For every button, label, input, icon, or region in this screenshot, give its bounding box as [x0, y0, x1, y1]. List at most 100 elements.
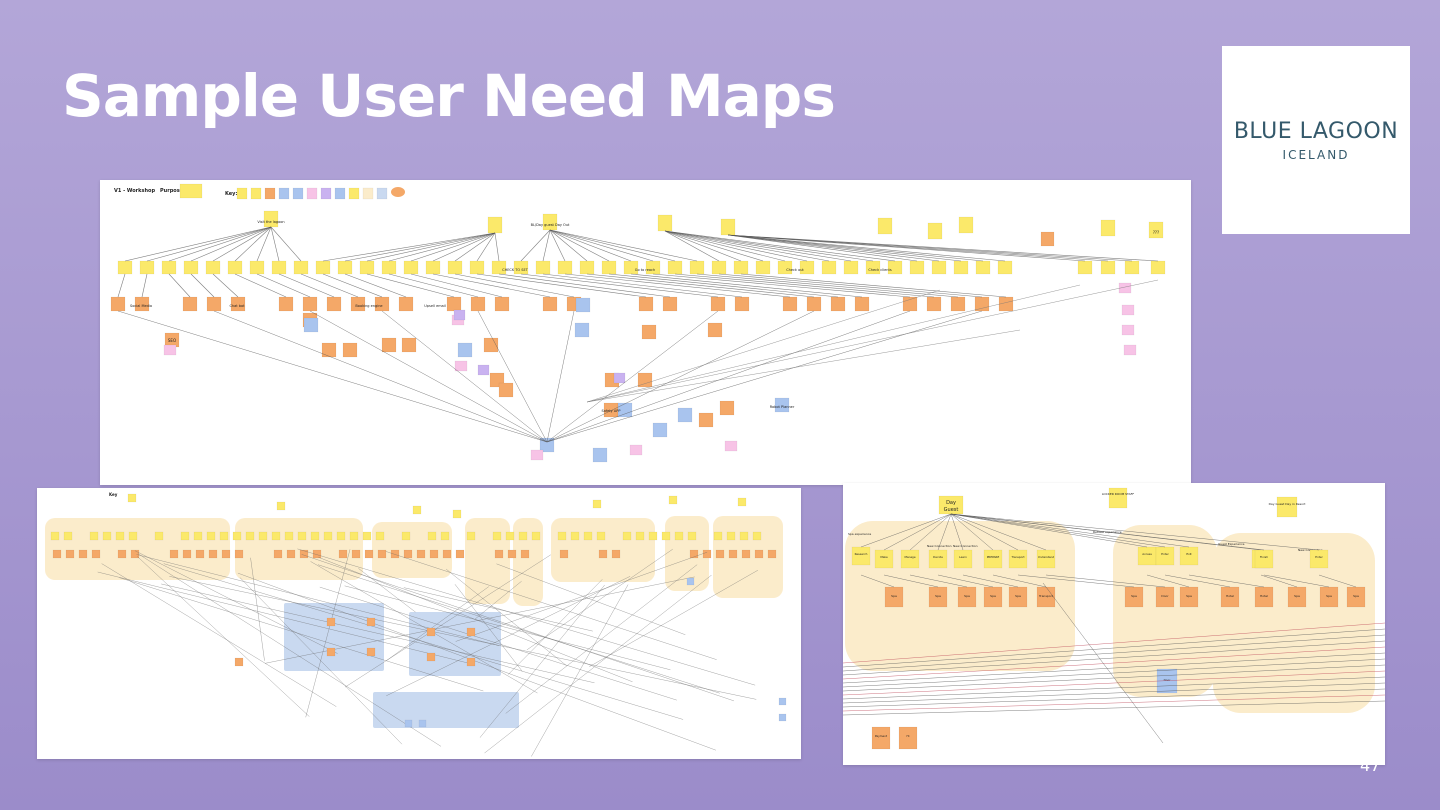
need-sticky	[755, 260, 771, 275]
need-sticky	[953, 549, 973, 569]
connector-line	[385, 586, 489, 662]
root-need-sticky	[877, 217, 893, 235]
key-swatch	[348, 187, 360, 200]
connector-line	[270, 226, 302, 262]
need-sticky	[687, 531, 697, 541]
page-number: 47	[1360, 756, 1381, 775]
connector-line	[520, 273, 719, 298]
need-sticky	[1150, 260, 1166, 275]
solution-sticky	[52, 549, 62, 559]
need-label: Check out	[786, 268, 804, 272]
need-label: Exit	[1186, 552, 1192, 556]
connector-line	[479, 584, 605, 738]
connector-line	[664, 230, 896, 262]
solution-sticky	[302, 296, 318, 312]
solution-sticky	[234, 657, 244, 667]
root-need-sticky	[720, 218, 736, 236]
connector-line	[1045, 574, 1166, 588]
need-sticky	[180, 531, 190, 541]
root-need-sticky	[1148, 221, 1164, 239]
solution-sticky	[130, 549, 140, 559]
connector-line	[234, 226, 272, 262]
solution-sticky	[446, 296, 462, 312]
solution-label: Booking engine	[355, 304, 382, 308]
solution-sticky	[390, 549, 400, 559]
key-swatch	[334, 187, 346, 200]
need-sticky	[997, 260, 1013, 275]
solution-sticky	[520, 549, 530, 559]
connector-line	[549, 229, 632, 262]
comment-sticky	[1123, 344, 1137, 356]
system-label: Robot Planner	[770, 405, 795, 409]
solution-sticky	[689, 549, 699, 559]
connector-line	[531, 584, 629, 757]
map-header-key: Key:	[225, 191, 237, 197]
need-sticky	[713, 531, 723, 541]
need-sticky	[505, 531, 515, 541]
connector-line	[549, 229, 654, 262]
connector-line	[950, 513, 1320, 551]
solution-sticky	[117, 549, 127, 559]
connector-line	[385, 551, 717, 660]
connector-line	[237, 572, 716, 751]
connector-line	[664, 230, 786, 262]
connector-line	[301, 554, 735, 702]
need-sticky	[336, 531, 346, 541]
need-sticky	[531, 531, 541, 541]
need-sticky	[711, 260, 727, 275]
solution-sticky	[303, 317, 319, 333]
connector-line	[1318, 574, 1357, 588]
need-sticky	[293, 260, 309, 275]
solution-sticky	[110, 296, 126, 312]
root-need-sticky	[276, 501, 286, 511]
connector-line	[860, 513, 952, 548]
need-sticky	[315, 260, 331, 275]
solution-label: Upsell email	[424, 304, 445, 308]
solution-sticky	[78, 549, 88, 559]
key-label: Key	[109, 492, 118, 497]
solution-sticky	[455, 549, 465, 559]
solution-sticky	[998, 296, 1014, 312]
connector-line	[586, 279, 1159, 403]
map-header-purpose: Purpose:	[160, 188, 185, 194]
connector-line	[344, 554, 551, 688]
solution-sticky	[195, 549, 205, 559]
connector-line	[549, 229, 698, 262]
solution-label: Payment	[875, 734, 888, 738]
need-sticky	[622, 531, 632, 541]
solution-label: Social Media	[130, 304, 152, 308]
solution-sticky	[902, 296, 918, 312]
connector-line	[366, 232, 496, 262]
connector-line	[212, 226, 272, 262]
solution-sticky	[342, 342, 358, 358]
connector-line	[319, 586, 677, 701]
connector-line	[909, 574, 968, 588]
connector-line	[586, 329, 1021, 403]
solution-sticky	[403, 549, 413, 559]
root-need-sticky	[668, 495, 678, 505]
connector-line	[141, 273, 148, 298]
need-sticky	[362, 531, 372, 541]
connector-line	[727, 234, 962, 262]
connector-line	[474, 581, 522, 620]
solution-sticky	[364, 549, 374, 559]
need-sticky	[193, 531, 203, 541]
solution-sticky	[592, 447, 608, 463]
solution-sticky	[754, 549, 764, 559]
system-sticky	[404, 719, 413, 728]
need-group	[235, 518, 363, 580]
need-sticky	[245, 531, 255, 541]
need-sticky	[469, 260, 485, 275]
comment-sticky	[629, 444, 643, 456]
need-sticky	[115, 531, 125, 541]
need-sticky	[928, 549, 948, 569]
solution-label: Door	[1161, 594, 1169, 598]
need-sticky	[635, 531, 645, 541]
solution-sticky	[182, 549, 192, 559]
need-sticky	[1309, 549, 1329, 569]
solution-sticky	[542, 296, 558, 312]
connector-line	[526, 548, 673, 651]
need-label: Access	[1142, 552, 1152, 556]
need-sticky	[1124, 260, 1140, 275]
